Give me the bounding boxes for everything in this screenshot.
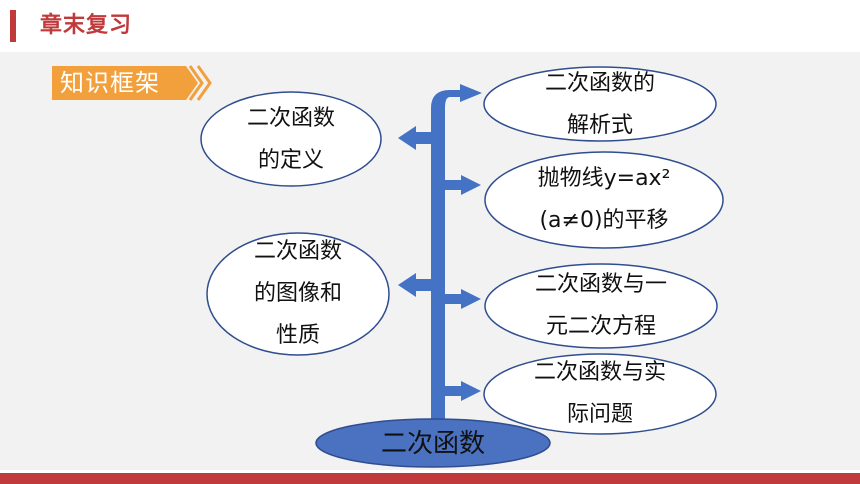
- page-title: 章末复习: [40, 13, 133, 38]
- arrow-to-equation: [461, 289, 481, 309]
- arrow-to-translation: [461, 175, 481, 195]
- arrow-shaft-graph: [416, 279, 432, 291]
- node-equation-shape: [484, 263, 718, 349]
- header: 章末复习: [0, 0, 860, 52]
- arrow-to-definition: [398, 126, 416, 150]
- node-analytic-shape: [483, 66, 717, 142]
- badge-shape: [52, 66, 198, 100]
- node-graph-shape: [206, 232, 390, 356]
- node-definition-label: 二次函数 的定义: [246, 106, 335, 173]
- section-badge-label: 知识框架: [60, 69, 160, 97]
- footer-accent-line: [0, 473, 860, 484]
- trunk: [431, 130, 445, 430]
- node-definition-shape: [200, 91, 382, 187]
- node-translation-label: 抛物线y=ax² (a≠0)的平移: [537, 166, 671, 233]
- arrow-to-graph: [398, 273, 416, 297]
- arrow-shaft-definition: [416, 132, 432, 144]
- root-node-shape: [315, 418, 551, 468]
- node-application-shape: [483, 353, 717, 435]
- node-translation-shape: [484, 151, 724, 249]
- trunk-curve: [431, 90, 460, 132]
- content-area: [0, 52, 860, 470]
- arrow-to-application: [461, 381, 481, 401]
- arrow-shaft-equation: [445, 294, 461, 304]
- node-equation-label: 二次函数与一 元二次方程: [534, 272, 667, 339]
- arrow-shaft-translation: [445, 180, 461, 190]
- node-analytic-label: 二次函数的 解析式: [544, 71, 655, 138]
- node-graph-label: 二次函数 的图像和 性质: [253, 239, 342, 348]
- badge-chevron-1: [188, 65, 204, 101]
- header-accent-bar: [10, 10, 16, 42]
- root-node-label: 二次函数: [380, 429, 485, 459]
- arrow-to-analytic: [460, 84, 482, 102]
- arrow-shaft-application: [445, 386, 461, 396]
- badge-chevron-2: [196, 65, 212, 101]
- node-application-label: 二次函数与实 际问题: [533, 360, 666, 427]
